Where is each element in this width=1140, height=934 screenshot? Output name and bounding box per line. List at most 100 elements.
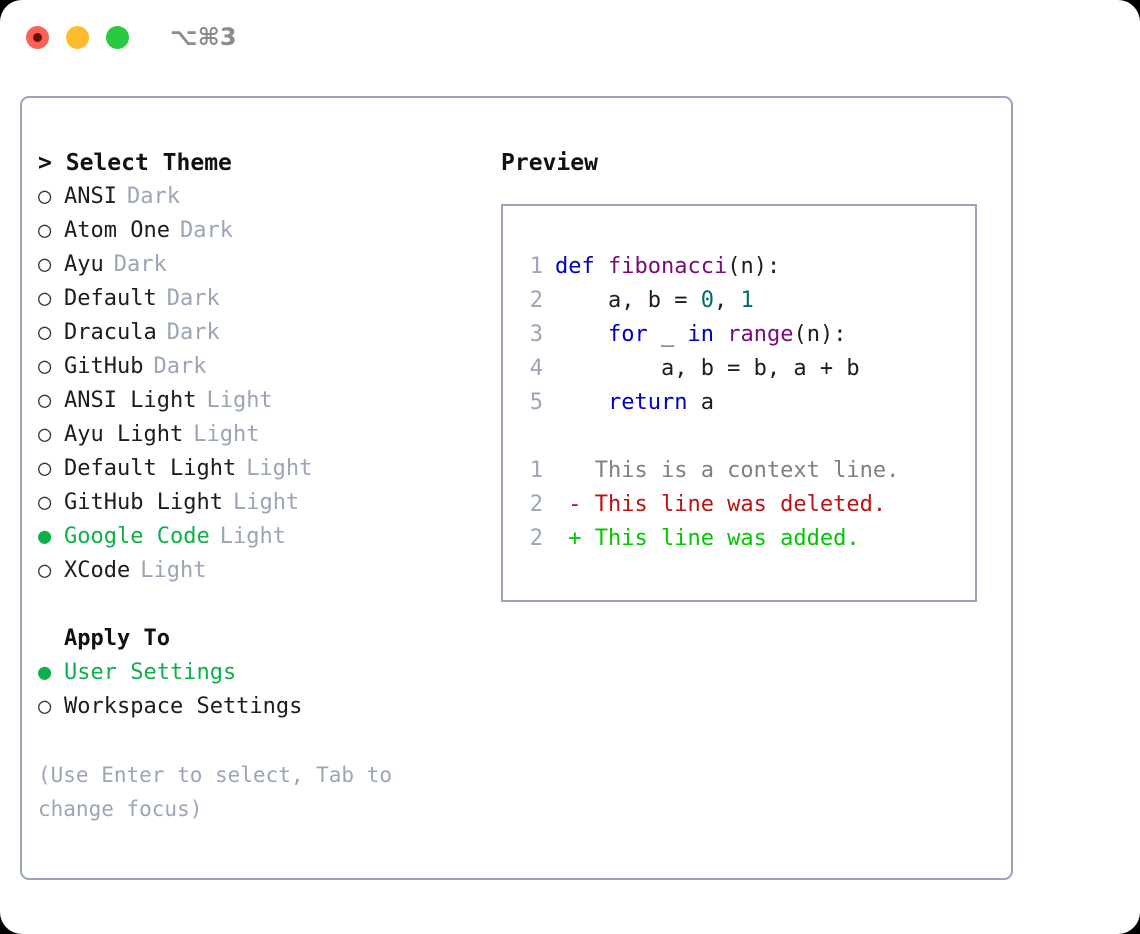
theme-option-tag: Dark: [179, 218, 233, 243]
code-line-text: a, b = b, a + b: [555, 352, 860, 386]
code-token-pln: ,: [713, 288, 741, 313]
apply-to-list: ● User Settings ○ Workspace Settings: [38, 656, 478, 724]
theme-option-label: GitHub Light: [64, 490, 223, 515]
title-bar: ⌥⌘3: [0, 0, 1140, 76]
code-line-text: def fibonacci(n):: [555, 250, 780, 284]
theme-option-tag: Dark: [166, 320, 220, 345]
code-token-pln: _: [660, 322, 688, 347]
code-line-text: for _ in range(n):: [555, 318, 846, 352]
radio-unselected-icon: ○: [38, 490, 52, 515]
theme-option-dracula[interactable]: ○ Dracula Dark: [38, 316, 478, 350]
list-spacer: [38, 588, 478, 622]
apply-to-heading: Apply To: [64, 626, 170, 651]
line-number: 2: [529, 492, 543, 517]
code-token-kw: def: [555, 254, 608, 279]
minimize-button[interactable]: [66, 26, 89, 49]
maximize-button[interactable]: [106, 26, 129, 49]
line-number: 1: [529, 458, 543, 483]
prompt-caret: >: [38, 150, 52, 176]
window-title-shortcut: ⌥⌘3: [170, 23, 237, 51]
theme-option-label: Atom One: [64, 218, 170, 243]
preview-title: Preview: [501, 150, 598, 176]
theme-option-label: Default Light: [64, 456, 237, 481]
code-token-num: 1: [740, 288, 754, 313]
page-title-label: Select Theme: [65, 150, 232, 176]
theme-option-label: Ayu Light: [64, 422, 184, 447]
diff-block: 1 This is a context line.2 - This line w…: [517, 454, 967, 556]
theme-option-github-light[interactable]: ○ GitHub Light Light: [38, 486, 478, 520]
page-title: > Select Theme: [38, 146, 478, 180]
keyboard-hint: (Use Enter to select, Tab to change focu…: [38, 763, 405, 821]
diff-line-del: 2 - This line was deleted.: [517, 488, 967, 522]
radio-unselected-icon: ○: [38, 320, 52, 345]
theme-option-google-code[interactable]: ● Google Code Light: [38, 520, 478, 554]
code-token-fn: range: [727, 322, 794, 347]
radio-unselected-icon: ○: [38, 354, 52, 379]
radio-selected-icon: ●: [38, 660, 52, 685]
diff-line-text: + This line was added.: [555, 526, 860, 551]
radio-unselected-icon: ○: [38, 218, 52, 243]
theme-option-label: XCode: [64, 558, 131, 583]
code-line: 4 a, b = b, a + b: [517, 352, 967, 386]
diff-line-ctx: 1 This is a context line.: [517, 454, 967, 488]
line-number: 2: [529, 288, 543, 313]
radio-selected-icon: ●: [38, 524, 52, 549]
theme-option-default-light[interactable]: ○ Default Light Light: [38, 452, 478, 486]
diff-line-add: 2 + This line was added.: [517, 522, 967, 556]
code-line-text: a, b = 0, 1: [555, 284, 754, 318]
theme-option-label: Google Code: [64, 524, 210, 549]
theme-option-tag: Light: [206, 388, 273, 413]
apply-to-option-user-settings[interactable]: ● User Settings: [38, 656, 478, 690]
code-line: 1 def fibonacci(n):: [517, 250, 967, 284]
radio-unselected-icon: ○: [38, 694, 52, 719]
radio-unselected-icon: ○: [38, 558, 52, 583]
code-line: 3 for _ in range(n):: [517, 318, 967, 352]
line-number: 1: [529, 254, 543, 279]
theme-option-tag: Light: [246, 456, 313, 481]
code-token-kw: for: [555, 322, 661, 347]
code-token-num: 0: [700, 288, 714, 313]
code-line-text: return a: [555, 386, 714, 420]
diff-line-text: - This line was deleted.: [555, 492, 887, 517]
theme-option-tag: Dark: [166, 286, 220, 311]
theme-option-tag: Light: [232, 490, 300, 515]
apply-to-option-label: Workspace Settings: [64, 694, 303, 719]
diff-line-text: This is a context line.: [555, 458, 900, 483]
line-number: 2: [529, 526, 543, 551]
close-button[interactable]: [26, 26, 49, 49]
code-diff-gap: [517, 420, 967, 454]
theme-option-tag: Light: [219, 524, 286, 549]
code-token-pln: a, b =: [555, 288, 701, 313]
apply-to-option-workspace-settings[interactable]: ○ Workspace Settings: [38, 690, 478, 724]
radio-unselected-icon: ○: [38, 422, 52, 447]
radio-unselected-icon: ○: [38, 456, 52, 481]
code-token-fn: fibonacci: [607, 254, 728, 279]
theme-option-label: Dracula: [64, 320, 157, 345]
radio-unselected-icon: ○: [38, 252, 52, 277]
theme-option-atom-one[interactable]: ○ Atom One Dark: [38, 214, 478, 248]
code-token-pln: a: [700, 390, 714, 415]
code-token-pln: (n):: [727, 254, 781, 279]
code-token-pln: a, b = b, a + b: [555, 356, 860, 381]
theme-option-tag: Dark: [113, 252, 167, 277]
apply-to-option-label: User Settings: [64, 660, 237, 685]
theme-option-label: Default: [64, 286, 157, 311]
code-line: 2 a, b = 0, 1: [517, 284, 967, 318]
radio-unselected-icon: ○: [38, 388, 52, 413]
theme-option-label: ANSI: [64, 184, 117, 209]
line-number: 3: [529, 322, 543, 347]
